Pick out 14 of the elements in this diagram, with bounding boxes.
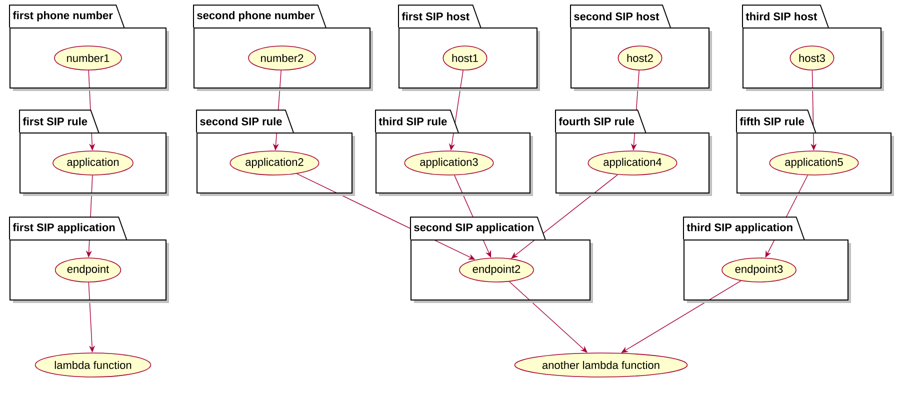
node-label: second SIP application (414, 223, 534, 234)
node-label: first SIP rule (22, 117, 88, 126)
node-label: third SIP application (686, 223, 792, 234)
node-label: second SIP rule (200, 117, 282, 126)
node-label: first SIP application (12, 223, 115, 234)
node-label: third SIP rule (378, 117, 447, 126)
node-label: first SIP host (402, 12, 470, 20)
node-label: first phone number (12, 11, 113, 22)
node-label: fourth SIP rule (558, 117, 634, 126)
node-label: second SIP host (574, 12, 660, 20)
node-label: fifth SIP rule (740, 117, 804, 126)
arrow (621, 280, 742, 353)
node-label: third SIP host (746, 12, 818, 20)
node-label: second phone number (197, 11, 314, 22)
